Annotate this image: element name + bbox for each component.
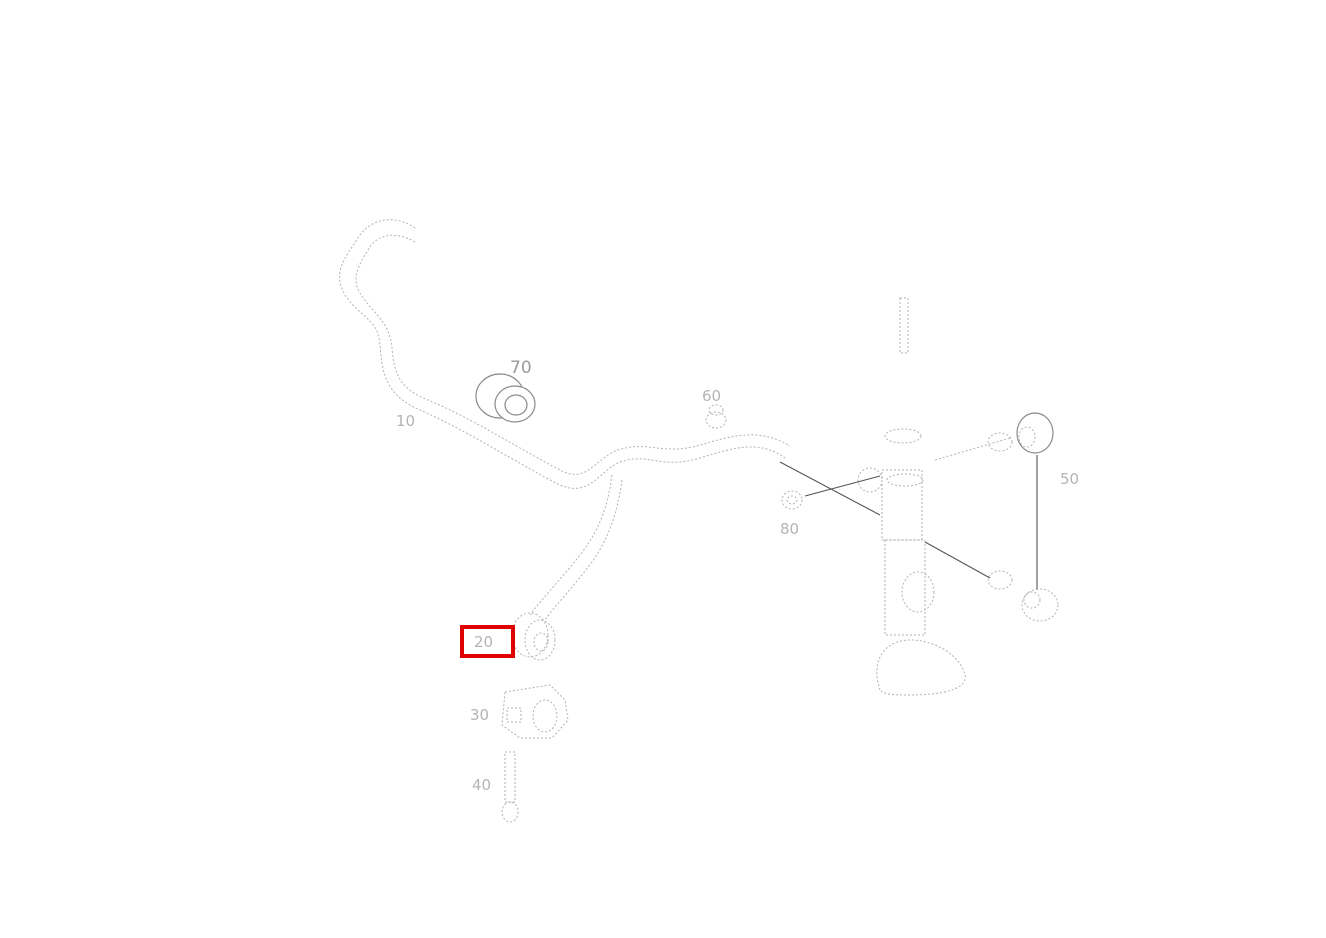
bushing-part-70[interactable] [475, 373, 536, 423]
part-labels: 70 10 60 80 50 20 30 40 [396, 358, 1079, 794]
nut-part-80[interactable] [781, 490, 803, 510]
label-part-70[interactable]: 70 [510, 358, 532, 378]
bracket-part-30[interactable] [501, 684, 569, 739]
label-part-50[interactable]: 50 [1060, 470, 1079, 488]
link-rod-part-50[interactable] [934, 412, 1059, 622]
clamp-bushing-part-20[interactable] [511, 612, 556, 661]
label-part-10[interactable]: 10 [396, 412, 415, 430]
long-bolt[interactable] [899, 297, 909, 354]
label-part-60[interactable]: 60 [702, 387, 721, 405]
strut-assembly[interactable] [857, 428, 966, 696]
bolt-part-60[interactable] [705, 404, 727, 429]
label-part-40[interactable]: 40 [472, 776, 491, 794]
stabilizer-bar[interactable] [339, 219, 791, 621]
label-part-80[interactable]: 80 [780, 520, 799, 538]
highlight-box [460, 625, 515, 658]
bolt-part-40[interactable] [501, 751, 519, 823]
leader-lines [779, 461, 991, 579]
label-part-30[interactable]: 30 [470, 706, 489, 724]
label-part-20[interactable]: 20 [474, 633, 493, 651]
